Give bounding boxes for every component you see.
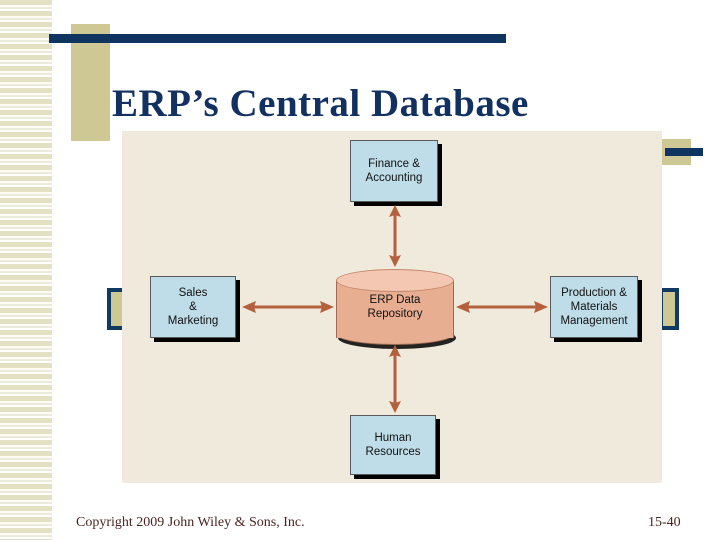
right-framed-tab-decoration — [659, 288, 679, 330]
arrow-sales-to-database-icon — [242, 301, 334, 313]
diagram-node-finance: Finance & Accounting — [350, 140, 438, 202]
hr-line-1: Human — [374, 432, 412, 444]
production-line-3: Management — [560, 315, 628, 327]
cylinder-top-ellipse — [336, 269, 454, 292]
diagram-node-sales: Sales & Marketing — [150, 276, 236, 338]
diagram-node-production-label: Production & Materials Management — [560, 286, 627, 328]
sales-line-2: & — [189, 301, 197, 313]
arrow-database-to-production-icon — [456, 301, 548, 313]
cylinder-line-1: ERP Data — [369, 294, 421, 306]
database-cylinder-label: ERP Data Repository — [336, 293, 454, 321]
footer-copyright: Copyright 2009 John Wiley & Sons, Inc. — [76, 515, 305, 530]
arrow-database-to-human-resources-icon — [389, 345, 401, 413]
cylinder-line-2: Repository — [367, 308, 423, 320]
hr-line-2: Resources — [365, 446, 421, 458]
diagram-node-sales-label: Sales & Marketing — [168, 286, 219, 328]
left-stripe-decoration — [0, 0, 52, 540]
arrow-finance-to-database-icon — [389, 205, 401, 267]
sales-line-1: Sales — [178, 287, 208, 299]
sales-line-3: Marketing — [167, 315, 219, 327]
database-cylinder-icon: ERP Data Repository — [336, 269, 454, 345]
diagram-node-production: Production & Materials Management — [550, 276, 638, 338]
production-line-2: Materials — [570, 301, 618, 313]
finance-line-2: Accounting — [365, 172, 423, 184]
title-navy-rule-decoration — [49, 34, 506, 43]
right-navy-rule-decoration — [665, 148, 703, 156]
footer-page-number: 15-40 — [648, 515, 681, 530]
diagram-node-finance-label: Finance & Accounting — [366, 157, 423, 185]
page-title: ERP’s Central Database — [112, 82, 529, 126]
diagram-node-human-resources-label: Human Resources — [366, 431, 421, 459]
finance-line-1: Finance & — [368, 158, 420, 170]
title-tan-block-decoration — [71, 24, 110, 141]
erp-diagram-panel: Finance & Accounting Sales & Marketing P… — [122, 131, 662, 483]
diagram-node-human-resources: Human Resources — [350, 415, 436, 475]
production-line-1: Production & — [561, 287, 627, 299]
